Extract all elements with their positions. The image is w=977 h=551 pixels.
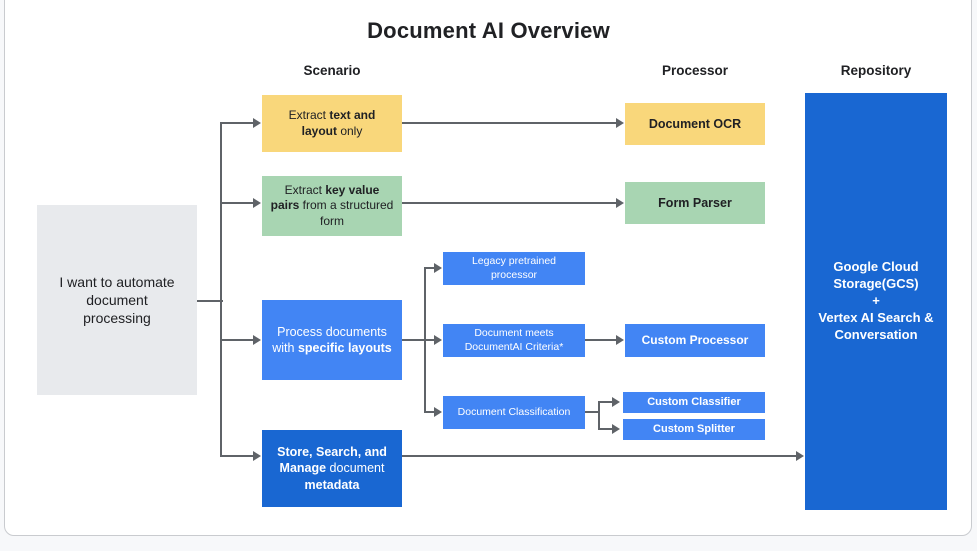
- repository-gcs-vertex: Google Cloud Storage(GCS) + Vertex AI Se…: [805, 93, 947, 510]
- processor-custom-processor: Custom Processor: [625, 324, 765, 357]
- connector-classification-stem: [585, 411, 600, 413]
- arrowhead-icon: [612, 397, 620, 407]
- scenario-store-search-manage: Store, Search, and Manage document metad…: [262, 430, 402, 507]
- column-header-repository: Repository: [840, 63, 912, 78]
- connector-to-classifier: [599, 401, 613, 403]
- connector-store-to-repository: [402, 455, 796, 457]
- node-legacy-pretrained-processor: Legacy pretrained processor: [443, 252, 585, 285]
- column-header-scenario: Scenario: [303, 63, 361, 78]
- arrowhead-icon: [434, 263, 442, 273]
- connector-branch-process: [221, 339, 253, 341]
- processor-custom-splitter: Custom Splitter: [623, 419, 765, 440]
- connector-branch-store: [221, 455, 253, 457]
- connector-criteria-to-custom-processor: [585, 339, 616, 341]
- node-document-classification: Document Classification: [443, 396, 585, 429]
- arrowhead-icon: [434, 407, 442, 417]
- processor-form-parser: Form Parser: [625, 182, 765, 224]
- arrowhead-icon: [616, 198, 624, 208]
- column-header-processor: Processor: [661, 63, 729, 78]
- processor-custom-classifier: Custom Classifier: [623, 392, 765, 413]
- arrowhead-icon: [616, 335, 624, 345]
- connector-to-splitter: [599, 428, 613, 430]
- arrowhead-icon: [434, 335, 442, 345]
- arrowhead-icon: [253, 118, 261, 128]
- connector-to-criteria: [425, 339, 435, 341]
- connector-to-classification: [425, 411, 435, 413]
- start-node: I want to automate document processing: [37, 205, 197, 395]
- connector-classification-split: [598, 401, 600, 430]
- node-document-meets-criteria: Document meets DocumentAI Criteria*: [443, 324, 585, 357]
- arrowhead-icon: [253, 335, 261, 345]
- arrowhead-icon: [796, 451, 804, 461]
- scenario-extract-text-layout: Extract text and layout only: [262, 95, 402, 152]
- connector-start-to-trunk: [197, 300, 223, 302]
- arrowhead-icon: [612, 424, 620, 434]
- page-title: Document AI Overview: [367, 18, 610, 43]
- scenario-process-specific-layouts: Process documents with specific layouts: [262, 300, 402, 380]
- connector-kv-to-form-parser: [402, 202, 616, 204]
- connector-process-to-subtrunk: [402, 339, 426, 341]
- connector-branch-extract-text: [221, 122, 253, 124]
- arrowhead-icon: [253, 198, 261, 208]
- arrowhead-icon: [616, 118, 624, 128]
- arrowhead-icon: [253, 451, 261, 461]
- connector-main-trunk: [220, 122, 222, 457]
- connector-text-to-ocr: [402, 122, 616, 124]
- scenario-extract-key-value: Extract key value pairs from a structure…: [262, 176, 402, 236]
- processor-document-ocr: Document OCR: [625, 103, 765, 145]
- connector-branch-extract-kv: [221, 202, 253, 204]
- connector-to-legacy: [425, 267, 435, 269]
